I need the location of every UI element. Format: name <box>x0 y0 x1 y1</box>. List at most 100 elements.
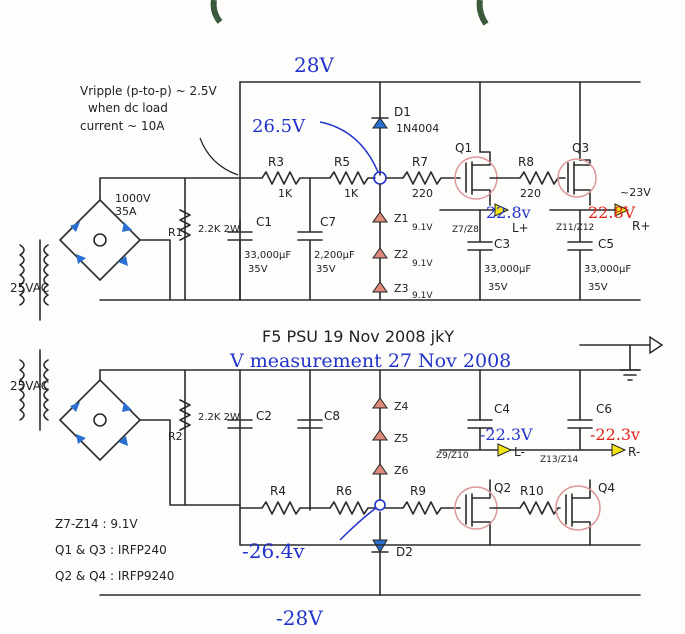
r4-label: R4 <box>270 484 286 498</box>
r2-label: R2 <box>168 430 183 443</box>
bridge-rating-2: 35A <box>115 205 137 218</box>
r7-label: R7 <box>412 155 428 169</box>
q3-label: Q3 <box>572 141 589 155</box>
measured-pos-node: 26.5V <box>252 116 306 137</box>
r10-label: R10 <box>520 484 544 498</box>
zener-z1 <box>372 211 388 223</box>
zener-z4 <box>372 397 388 409</box>
c3-voltage: 35V <box>488 282 508 293</box>
bridge-rectifier-bottom <box>59 379 141 461</box>
diode-d1 <box>371 117 389 129</box>
r9-label: R9 <box>410 484 426 498</box>
transformer-top <box>19 239 49 321</box>
bridge-rectifier-top <box>59 199 141 281</box>
mosfet-q3 <box>557 158 597 206</box>
r5-value: 1K <box>344 187 359 200</box>
measured-q2-out: -22.3V <box>480 425 533 444</box>
measurement-title: V measurement 27 Nov 2008 <box>229 350 511 372</box>
zener-z2 <box>372 247 388 259</box>
z3-label: Z3 <box>394 282 409 295</box>
zener-z5 <box>372 429 388 441</box>
z1314-label: Z13/Z14 <box>540 455 579 465</box>
ripple-note-3: current ~ 10A <box>80 119 165 133</box>
mosfet-q2 <box>454 479 498 546</box>
c5-voltage: 35V <box>588 282 608 293</box>
z2-label: Z2 <box>394 248 409 261</box>
zener-z6 <box>372 463 388 475</box>
r3-value: 1K <box>278 187 293 200</box>
q1-label: Q1 <box>455 141 472 155</box>
c1-label: C1 <box>256 215 272 229</box>
d2-label: D2 <box>396 545 413 559</box>
z3-value: 9.1V <box>412 291 433 301</box>
c1-voltage: 35V <box>248 264 268 275</box>
c7-label: C7 <box>320 215 336 229</box>
mosfet-q4 <box>555 479 601 546</box>
measured-q4-out: -22.3v <box>590 425 640 444</box>
r8-value: 220 <box>520 187 541 200</box>
bridge-rating-1: 1000V <box>115 192 151 205</box>
approx-output: ~23V <box>620 186 651 199</box>
z1-label: Z1 <box>394 212 409 225</box>
measured-neg-node: -26.4v <box>242 539 305 563</box>
mosfet-q1 <box>454 151 498 206</box>
r6-label: R6 <box>336 484 352 498</box>
transformer-top-label: 25VAC <box>10 281 49 295</box>
note-q1q3: Q1 & Q3 : IRFP240 <box>55 543 167 557</box>
ripple-note-2: when dc load <box>88 101 168 115</box>
c4-label: C4 <box>494 402 510 416</box>
test-node-neg <box>374 499 386 511</box>
c2-label: C2 <box>256 409 272 423</box>
c8-label: C8 <box>324 409 340 423</box>
output-lm: L- <box>514 445 525 459</box>
r1-label: R1 <box>168 226 183 239</box>
ripple-note-1: Vripple (p-to-p) ~ 2.5V <box>80 84 218 98</box>
output-arrow-rm <box>611 443 627 457</box>
z1112-label: Z11/Z12 <box>556 223 594 233</box>
z6-label: Z6 <box>394 464 409 477</box>
c3-label: C3 <box>494 237 510 251</box>
output-rp: R+ <box>632 219 650 233</box>
transformer-bottom-label: 25VAC <box>10 379 49 393</box>
r1-value: 2.2K 2W <box>198 224 240 235</box>
z5-label: Z5 <box>394 432 409 445</box>
r5-label: R5 <box>334 155 350 169</box>
r7-value: 220 <box>412 187 433 200</box>
binder-ring-right <box>476 0 489 26</box>
c7-value: 2,200µF <box>314 250 355 261</box>
output-rm: R- <box>628 445 640 459</box>
rail-neg-label: -28V <box>276 606 323 630</box>
c3-value: 33,000µF <box>484 264 531 275</box>
c5-label: C5 <box>598 237 614 251</box>
d1-label: D1 <box>394 105 411 119</box>
schematic-title: F5 PSU 19 Nov 2008 jkY <box>262 327 454 346</box>
c5-value: 33,000µF <box>584 264 631 275</box>
note-zeners: Z7-Z14 : 9.1V <box>55 517 138 531</box>
output-arrow-lm <box>497 443 513 457</box>
output-lp: L+ <box>512 221 529 235</box>
zener-z3 <box>372 281 388 293</box>
output-arrow-lp <box>494 203 510 217</box>
z4-label: Z4 <box>394 400 409 413</box>
z2-value: 9.1V <box>412 259 433 269</box>
c7-voltage: 35V <box>316 264 336 275</box>
z78-label: Z7/Z8 <box>452 225 479 235</box>
measured-q3-out: 22.8V <box>588 203 636 222</box>
c1-value: 33,000µF <box>244 250 291 261</box>
ground-arrow <box>649 335 664 355</box>
measured-q1-out: 22.8v <box>486 203 531 222</box>
transformer-bottom <box>19 349 49 431</box>
rail-pos-label: 28V <box>294 53 334 77</box>
d1-value: 1N4004 <box>396 122 439 135</box>
r8-label: R8 <box>518 155 534 169</box>
z910-label: Z9/Z10 <box>436 451 469 461</box>
r2-value: 2.2K 2W <box>198 412 240 423</box>
note-q2q4: Q2 & Q4 : IRFP9240 <box>55 569 174 583</box>
q2-label: Q2 <box>494 481 511 495</box>
r3-label: R3 <box>268 155 284 169</box>
output-arrow-rp <box>614 203 630 217</box>
diode-d2 <box>371 539 389 553</box>
binder-ring-left <box>210 0 223 24</box>
